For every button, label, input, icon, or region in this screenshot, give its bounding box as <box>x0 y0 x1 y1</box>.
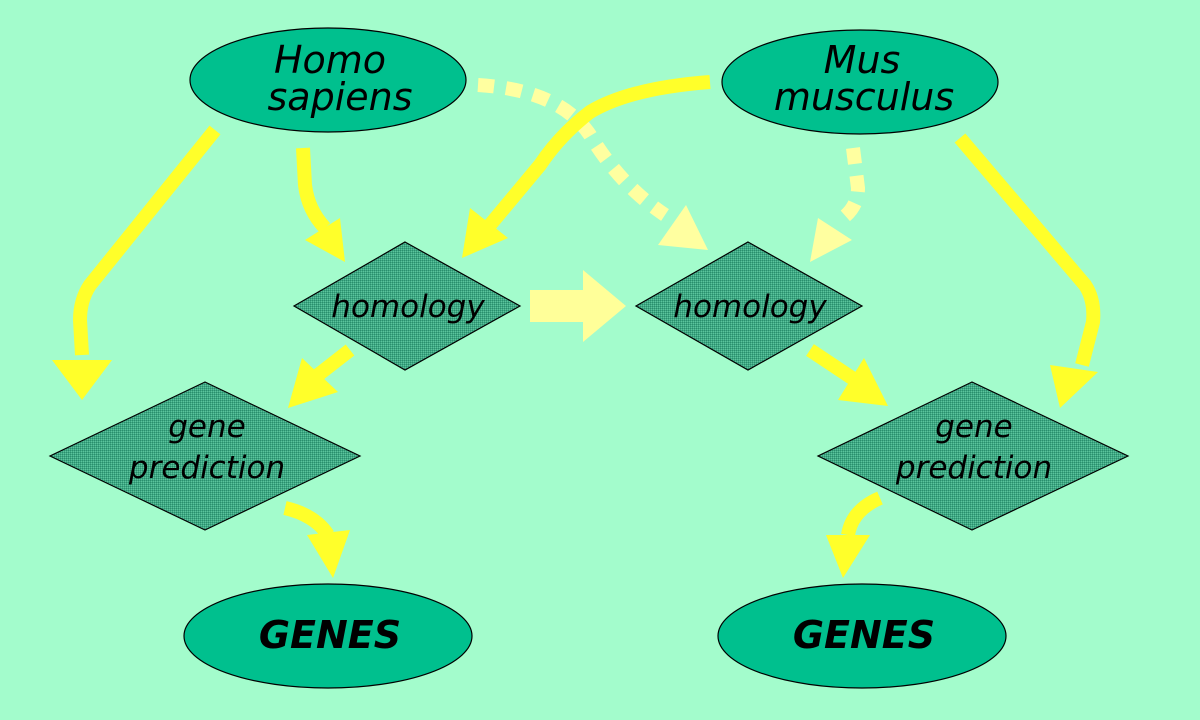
node-genes-left: GENES <box>183 583 473 689</box>
arrow-homology-transfer <box>530 270 626 342</box>
node-gene-prediction-right: gene prediction <box>816 381 1130 531</box>
arrowhead <box>288 358 338 408</box>
node-homology-right: homology <box>634 241 864 371</box>
gene-prediction-label-line1: gene <box>168 409 245 445</box>
homology-label: homology <box>673 289 827 325</box>
species-label-line2: musculus <box>774 75 954 119</box>
node-genes-right: GENES <box>717 583 1007 689</box>
arrow-homo-to-gene-prediction <box>52 125 221 400</box>
arrowhead <box>52 360 112 400</box>
ellipse-shape <box>717 583 1007 689</box>
species-label-line2: sapiens <box>267 75 412 119</box>
arrow-mus-to-homology-left <box>462 75 711 258</box>
arrow-gene-prediction-to-genes-right <box>826 491 883 578</box>
arrowhead <box>826 535 870 578</box>
gene-prediction-label-line1: gene <box>935 409 1012 445</box>
arrowhead <box>658 205 708 250</box>
arrowhead <box>1050 365 1098 408</box>
ellipse-shape <box>183 583 473 689</box>
arrowhead <box>305 218 345 262</box>
arrow-homology-left-to-gene-prediction <box>288 344 355 408</box>
gene-prediction-label-line2: prediction <box>128 450 285 486</box>
genes-label: GENES <box>793 613 935 657</box>
arrow-gene-prediction-to-genes-left <box>283 501 350 578</box>
gene-prediction-label-line2: prediction <box>895 450 1052 486</box>
species-label-line1: Homo <box>274 38 386 82</box>
arrowhead <box>307 530 350 578</box>
node-homo-sapiens: Homo sapiens <box>189 27 467 133</box>
genes-label: GENES <box>259 613 401 657</box>
node-gene-prediction-left: gene prediction <box>48 381 362 531</box>
arrow-mus-to-homology-right-dashed <box>810 147 866 262</box>
node-mus-musculus: Mus musculus <box>721 29 999 135</box>
diamond-shape <box>292 241 522 371</box>
arrowhead <box>462 208 508 258</box>
homology-label: homology <box>331 289 485 325</box>
arrow-mus-to-gene-prediction <box>954 133 1101 408</box>
arrow-homo-to-homology-right-dashed <box>477 78 708 250</box>
arrowhead <box>810 218 852 262</box>
arrow-homology-right-to-gene-prediction <box>806 344 888 406</box>
diamond-shape <box>48 381 362 531</box>
species-label-line1: Mus <box>824 38 901 82</box>
ellipse-shape <box>189 27 467 133</box>
arrowhead <box>838 358 888 406</box>
diamond-shape <box>816 381 1130 531</box>
node-homology-left: homology <box>292 241 522 371</box>
arrow-homo-to-homology-left <box>296 147 345 262</box>
diamond-shape <box>634 241 864 371</box>
ellipse-shape <box>721 29 999 135</box>
